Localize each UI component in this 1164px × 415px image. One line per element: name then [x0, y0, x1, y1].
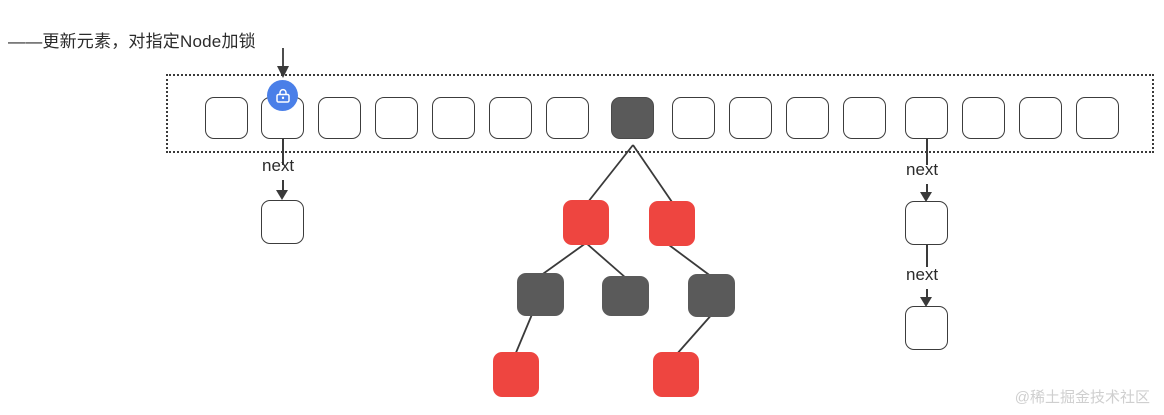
array-cell-12-chain-head[interactable] — [905, 97, 948, 139]
tree-node-red-4[interactable] — [653, 352, 699, 397]
tree-edge-r1-to-b1 — [539, 242, 587, 277]
tree-edge-r2-to-b3 — [668, 244, 713, 278]
array-cell-3[interactable] — [375, 97, 418, 139]
right-chain-stem-1 — [926, 139, 928, 165]
array-cell-14[interactable] — [1019, 97, 1062, 139]
array-cell-13[interactable] — [962, 97, 1005, 139]
right-chain-arrow-head-1 — [920, 192, 932, 202]
array-cell-15[interactable] — [1076, 97, 1119, 139]
array-cell-9[interactable] — [729, 97, 772, 139]
tree-node-black-3[interactable] — [688, 274, 735, 317]
right-chain-node-1[interactable] — [905, 201, 948, 245]
tree-node-red-1[interactable] — [563, 200, 609, 245]
left-chain-arrow-stem — [282, 180, 284, 193]
array-cell-7-tree-root[interactable] — [611, 97, 654, 139]
left-chain-arrow-head — [276, 190, 288, 200]
diagram-caption: ——更新元素，对指定Node加锁 — [8, 32, 256, 51]
right-chain-arrow-stem-1 — [926, 184, 928, 195]
right-chain-next-label-1: next — [906, 160, 939, 179]
tree-edge-root-to-r1 — [587, 144, 634, 203]
array-cell-5[interactable] — [489, 97, 532, 139]
left-chain-next-label: next — [262, 156, 295, 175]
watermark: @稀土掘金技术社区 — [1014, 389, 1150, 406]
tree-node-black-1[interactable] — [517, 273, 564, 316]
right-chain-stem-2 — [926, 245, 928, 267]
array-cell-4[interactable] — [432, 97, 475, 139]
left-chain-node-1[interactable] — [261, 200, 304, 244]
array-cell-2[interactable] — [318, 97, 361, 139]
right-chain-next-label-2: next — [906, 265, 939, 284]
right-chain-arrow-head-2 — [920, 297, 932, 307]
tree-node-red-2[interactable] — [649, 201, 695, 246]
array-cell-10[interactable] — [786, 97, 829, 139]
array-dotted-container — [166, 74, 1154, 153]
tree-edge-r1-to-b2 — [585, 242, 627, 279]
tree-edge-b1-to-r3 — [514, 311, 534, 356]
tree-node-black-2[interactable] — [602, 276, 649, 316]
array-cell-8[interactable] — [672, 97, 715, 139]
right-chain-arrow-stem-2 — [926, 289, 928, 300]
tree-edge-b3-to-r4 — [675, 311, 715, 356]
right-chain-node-2[interactable] — [905, 306, 948, 350]
array-cell-11[interactable] — [843, 97, 886, 139]
left-chain-stem — [282, 139, 284, 165]
array-cell-6[interactable] — [546, 97, 589, 139]
array-cell-0[interactable] — [205, 97, 248, 139]
tree-edge-root-to-r2 — [632, 144, 673, 203]
lock-icon[interactable] — [267, 80, 298, 111]
tree-node-red-3[interactable] — [493, 352, 539, 397]
